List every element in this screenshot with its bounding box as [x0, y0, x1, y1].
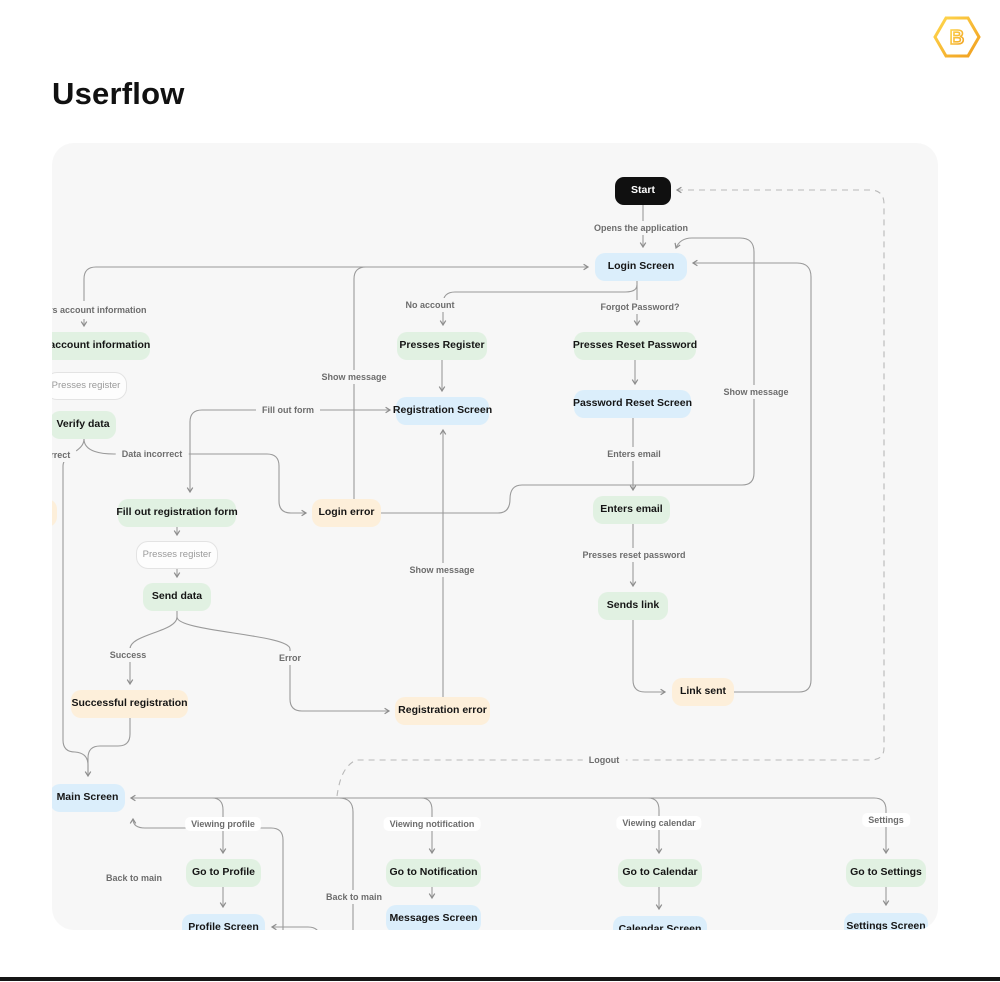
- flow-node-link-sent[interactable]: Link sent: [672, 678, 734, 706]
- flow-node-calendar-screen[interactable]: Calendar Screen: [613, 916, 707, 930]
- edge-label-viewing-profile: Viewing profile: [185, 817, 261, 831]
- edge-label-settings: Settings: [862, 813, 910, 827]
- edge-label-data-incorrect: Data incorrect: [115, 447, 189, 461]
- flow-node-presses-register[interactable]: Presses Register: [397, 332, 487, 360]
- flow-node-enters-email[interactable]: Enters email: [593, 496, 670, 524]
- edge-label-show-message-login-error: Show message: [315, 370, 393, 384]
- flow-node-login-error[interactable]: Login error: [312, 499, 381, 527]
- brand-logo-icon[interactable]: B: [932, 12, 982, 62]
- flow-node-go-to-calendar[interactable]: Go to Calendar: [618, 859, 702, 887]
- edge-label-back-to-main-left: Back to main: [99, 871, 169, 885]
- edge-label-show-message-registration: Show message: [403, 563, 481, 577]
- flow-node-messages-screen[interactable]: Messages Screen: [386, 905, 481, 930]
- flow-node-enter-account-information[interactable]: Enter account information: [52, 332, 150, 360]
- flow-node-registration-error[interactable]: Registration error: [395, 697, 490, 725]
- edge-label-viewing-notification: Viewing notification: [383, 817, 481, 831]
- logo-letter: B: [950, 27, 964, 49]
- flow-node-settings-screen[interactable]: Settings Screen: [844, 913, 928, 930]
- edge-label-viewing-calendar: Viewing calendar: [616, 816, 702, 830]
- edge-label-presses-reset-password: Presses reset password: [576, 548, 692, 562]
- edge-label-logout: Logout: [582, 753, 626, 767]
- flow-node-password-reset-screen[interactable]: Password Reset Screen: [573, 390, 692, 418]
- flow-node-registration-screen[interactable]: Registration Screen: [393, 397, 492, 425]
- edge-label-no-account: No account: [399, 298, 461, 312]
- edge-label-show-message-right: Show message: [717, 385, 795, 399]
- flow-node-profile-screen[interactable]: Profile Screen: [182, 914, 265, 930]
- flow-node-go-to-settings[interactable]: Go to Settings: [846, 859, 926, 887]
- flow-node-presses-register-2[interactable]: Presses register: [136, 541, 218, 569]
- bottom-edge-bar: [0, 977, 1000, 981]
- edge-label-enters-account-information: Enters account information: [52, 303, 153, 317]
- flow-node-go-to-profile[interactable]: Go to Profile: [186, 859, 261, 887]
- edge-label-data-correct: Data correct: [52, 448, 77, 462]
- page-title: Userflow: [52, 76, 185, 111]
- flow-node-fill-out-registration-form[interactable]: Fill out registration form: [116, 499, 238, 527]
- flow-node-start[interactable]: Start: [615, 177, 671, 205]
- flow-node-login-screen[interactable]: Login Screen: [595, 253, 687, 281]
- flow-node-main-screen[interactable]: Main Screen: [52, 784, 125, 812]
- edge-label-forgot-password: Forgot Password?: [594, 300, 686, 314]
- edge-label-back-to-main-mid: Back to main: [319, 890, 389, 904]
- flow-node-successful-registration[interactable]: Successful registration: [71, 690, 188, 718]
- flow-node-go-to-notification[interactable]: Go to Notification: [386, 859, 481, 887]
- flow-node-clipped-node[interactable]: [52, 499, 57, 527]
- flow-node-send-data[interactable]: Send data: [143, 583, 211, 611]
- flow-node-verify-data[interactable]: Verify data: [52, 411, 116, 439]
- edge-label-opens-the-application: Opens the application: [587, 221, 695, 235]
- connector-lines: [62, 186, 934, 930]
- edge-label-enters-email: Enters email: [601, 447, 667, 461]
- edge-label-error: Error: [272, 651, 308, 665]
- flow-node-presses-register-1[interactable]: Presses register: [52, 372, 127, 400]
- edge-label-success: Success: [103, 648, 153, 662]
- edge-label-fill-out-form: Fill out form: [256, 403, 320, 417]
- flow-node-sends-link[interactable]: Sends link: [598, 592, 668, 620]
- flow-node-presses-reset-password[interactable]: Presses Reset Password: [573, 332, 697, 360]
